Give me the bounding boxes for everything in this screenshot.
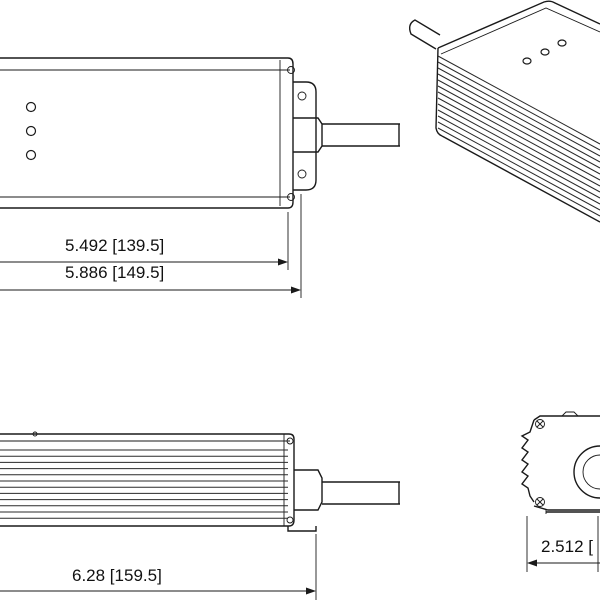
heatsink-fin [437, 61, 600, 151]
output-cable [322, 123, 400, 147]
iso-heatsink-fins [437, 55, 600, 217]
indicator-led [25, 125, 37, 137]
heatsink-fin [437, 73, 600, 163]
indicator-led [25, 101, 37, 113]
heatsink-fin [437, 127, 600, 217]
dimension-label-end-width: 2.512 [ [541, 537, 593, 556]
corner-screw [535, 497, 545, 507]
mounting-hole [297, 169, 307, 179]
top-view-housing [0, 57, 294, 209]
indicator-led [540, 48, 550, 56]
indicator-led [25, 149, 37, 161]
heatsink-fin [437, 97, 600, 187]
cable-gland-end [573, 445, 600, 499]
cable-gland [294, 469, 323, 511]
top-view: 5.492 [139.5] 5.886 [149.5] [0, 57, 400, 298]
heatsink-fin [437, 115, 600, 205]
heatsink-fin [437, 67, 600, 157]
iso-cable [408, 19, 441, 50]
side-view-housing [0, 433, 295, 527]
indicator-led [557, 39, 567, 47]
dimension-label-overall-length: 5.886 [149.5] [65, 263, 164, 282]
heatsink-fin [437, 79, 600, 169]
heatsink-fin [437, 103, 600, 193]
heatsink-fin [437, 85, 600, 175]
corner-screw [535, 419, 545, 429]
mounting-hole [297, 91, 307, 101]
isometric-view [408, 0, 600, 223]
dimension-label-inner-length: 5.492 [139.5] [65, 236, 164, 255]
heatsink-fin [437, 121, 600, 211]
iso-top-face [437, 0, 600, 49]
heatsink-fin [437, 55, 600, 145]
side-heatsink-fins [0, 449, 288, 519]
side-view: 6.28 [159.5] [0, 431, 400, 600]
heatsink-fin [437, 91, 600, 181]
mounting-flange [293, 81, 317, 191]
dimension-label-side-length: 6.28 [159.5] [72, 566, 162, 585]
heatsink-fin [437, 109, 600, 199]
output-cable [322, 481, 400, 505]
cable-gland [293, 117, 323, 153]
end-view: 2.512 [ [520, 411, 600, 572]
indicator-led [522, 57, 532, 65]
mounting-foot [287, 526, 317, 532]
